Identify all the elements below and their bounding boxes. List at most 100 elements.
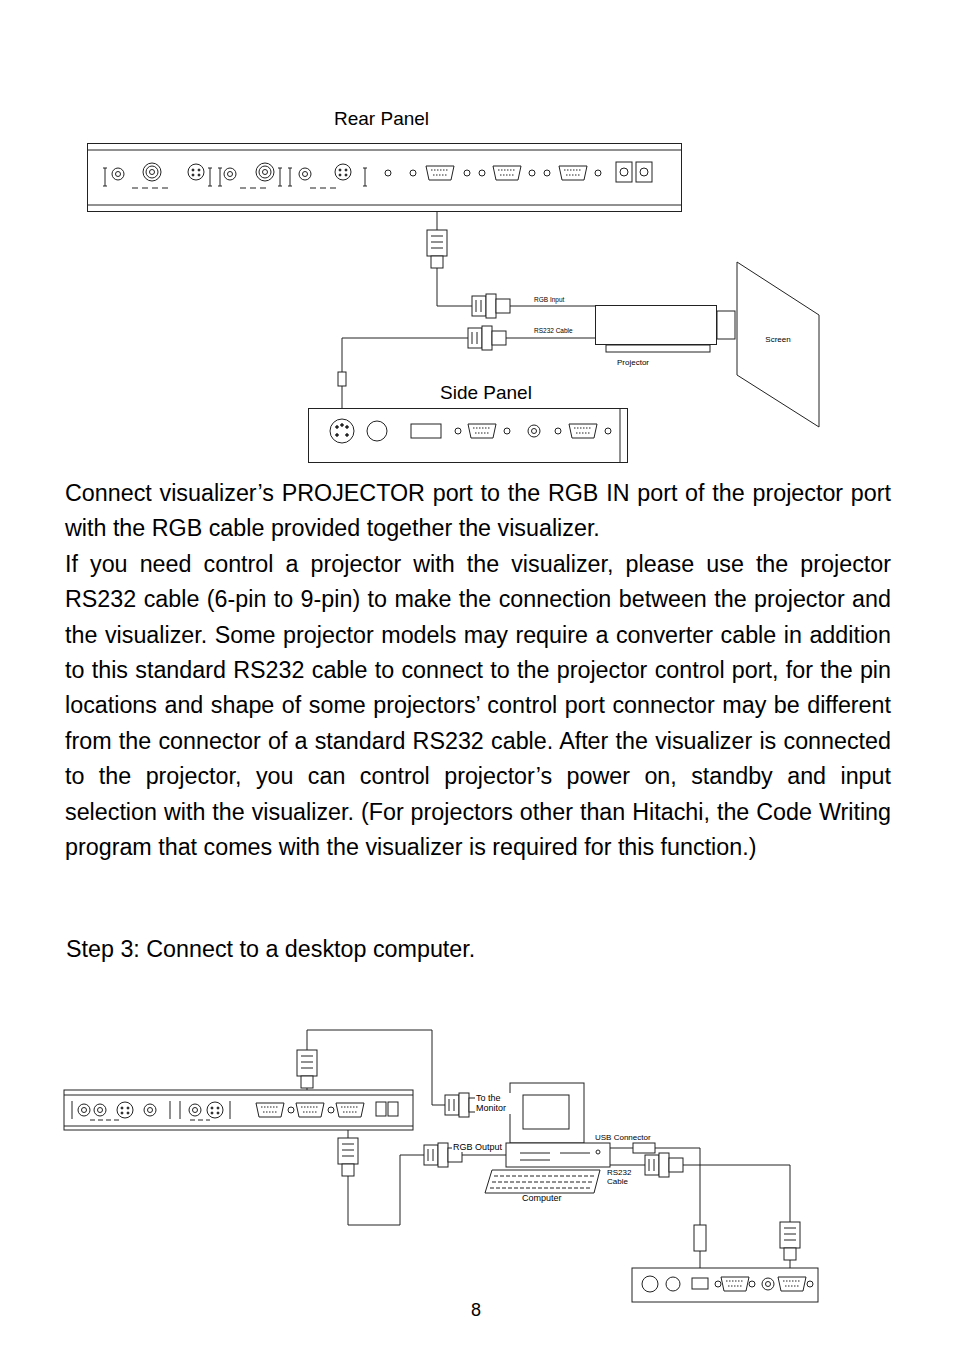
cables-2 [610, 1165, 645, 1166]
rear-panel-2 [288, 1107, 294, 1113]
rear-panel-2 [72, 1101, 230, 1119]
cable-label: USB Connector [594, 1133, 652, 1142]
rear-panel: Rear Panel [87, 143, 682, 212]
rear-panel-details [479, 170, 485, 176]
rear-panel-2 [189, 1104, 201, 1116]
ferrite-bead [338, 372, 346, 386]
rear-panel-2 [256, 1103, 284, 1117]
rear-panel-2 [296, 1103, 324, 1117]
cables-2 [610, 1148, 633, 1149]
rear-panel-details [256, 163, 274, 181]
cable-label: RS232 Cable [606, 1168, 642, 1186]
body-paragraph: If you need control a projector with the… [65, 547, 891, 866]
illustration [297, 1050, 317, 1088]
computer-drawing [596, 1150, 600, 1154]
side-panel-2 [807, 1281, 813, 1287]
edge-label: RS232 Cable [533, 327, 574, 334]
illustration [338, 1138, 358, 1176]
side-panel-details [336, 434, 339, 437]
side-panel-2 [692, 1278, 708, 1289]
side-panel-2 [778, 1277, 806, 1291]
illustration [645, 1153, 683, 1177]
side-panel-details [330, 408, 620, 462]
computer-drawing [485, 1170, 600, 1193]
screen-outline [737, 262, 819, 427]
rear-panel-details [616, 162, 632, 182]
computer-drawing [523, 1095, 569, 1129]
node-label: Projector [617, 358, 649, 367]
computer-drawing [506, 1143, 610, 1167]
step-heading: Step 3: Connect to a desktop computer. [65, 936, 476, 963]
usb-plug [694, 1225, 706, 1251]
rear-panel-2 [78, 1104, 90, 1116]
side-panel-details [346, 426, 349, 429]
computer-drawing [510, 1083, 584, 1143]
computer-drawing [520, 1153, 590, 1160]
cable-label: To the Monitor [475, 1093, 515, 1114]
rear-panel-2 [64, 1090, 413, 1130]
illustration [780, 1222, 800, 1260]
rear-panel-details [640, 168, 648, 176]
rear-panel-2 [64, 1095, 413, 1126]
side-panel-2 [749, 1281, 755, 1287]
side-panel-2 [632, 1268, 818, 1302]
side-panel-details [411, 424, 441, 438]
cables-2 [307, 1030, 447, 1105]
side-panel-2 [632, 1268, 818, 1302]
rear-panel-2 [144, 1104, 156, 1116]
cables-2 [675, 1165, 790, 1268]
rear-panel-details [559, 166, 587, 180]
illustration [427, 230, 447, 268]
side-panel-2 [642, 1276, 658, 1292]
rear-panel-details [636, 162, 652, 182]
rear-panel-details [529, 170, 535, 176]
side-panel-details [330, 419, 354, 443]
side-panel-details [555, 428, 561, 434]
rear-panel-2 [388, 1102, 398, 1116]
rear-panel-details [544, 170, 550, 176]
rear-panel-2 [64, 1090, 413, 1130]
rear-panel-details [464, 170, 470, 176]
side-panel-details [455, 428, 461, 434]
rear-panel-details [595, 170, 601, 176]
illustration [468, 326, 506, 350]
usb-plug [633, 1143, 655, 1153]
rear-panel-details [385, 170, 391, 176]
side-panel-details [367, 421, 387, 441]
rear-panel-details [112, 168, 124, 180]
body-paragraph: Connect visualizer’s PROJECTOR port to t… [65, 476, 891, 547]
edge-label: RGB Input [533, 296, 565, 303]
rear-panel-2 [376, 1102, 386, 1116]
rear-panel-details [132, 188, 338, 189]
side-panel-details [620, 408, 621, 462]
projector-body [606, 345, 710, 352]
cable-label: RGB Output [452, 1142, 503, 1152]
side-panel-details [569, 424, 597, 438]
side-panel-details [336, 426, 339, 429]
side-panel-details [341, 424, 344, 427]
rear-panel-details [493, 166, 521, 180]
rear-panel-2 [94, 1104, 106, 1116]
rear-panel-2 [328, 1107, 334, 1113]
side-panel-details [528, 425, 540, 437]
side-panel-details [605, 428, 611, 434]
node-label: Screen [765, 335, 790, 344]
computer-drawing [490, 1176, 594, 1188]
projector: Projector [595, 305, 717, 345]
node-label: Computer [522, 1193, 562, 1203]
side-panel-2 [715, 1281, 721, 1287]
rear-panel-details [259, 166, 271, 178]
cables-2 [348, 1130, 425, 1225]
cable-connector [437, 212, 595, 306]
rear-panel-details [188, 164, 204, 180]
side-panel-details [468, 424, 496, 438]
rear-panel-details [299, 168, 311, 180]
rear-panel-2 [90, 1120, 210, 1121]
side-panel-2 [762, 1278, 774, 1290]
rear-panel-details [335, 164, 351, 180]
cables-2 [460, 1155, 506, 1156]
screen: Screen [736, 260, 820, 428]
side-panel: Side Panel [308, 408, 628, 463]
illustration [472, 294, 510, 318]
rear-panel-details [143, 163, 161, 181]
